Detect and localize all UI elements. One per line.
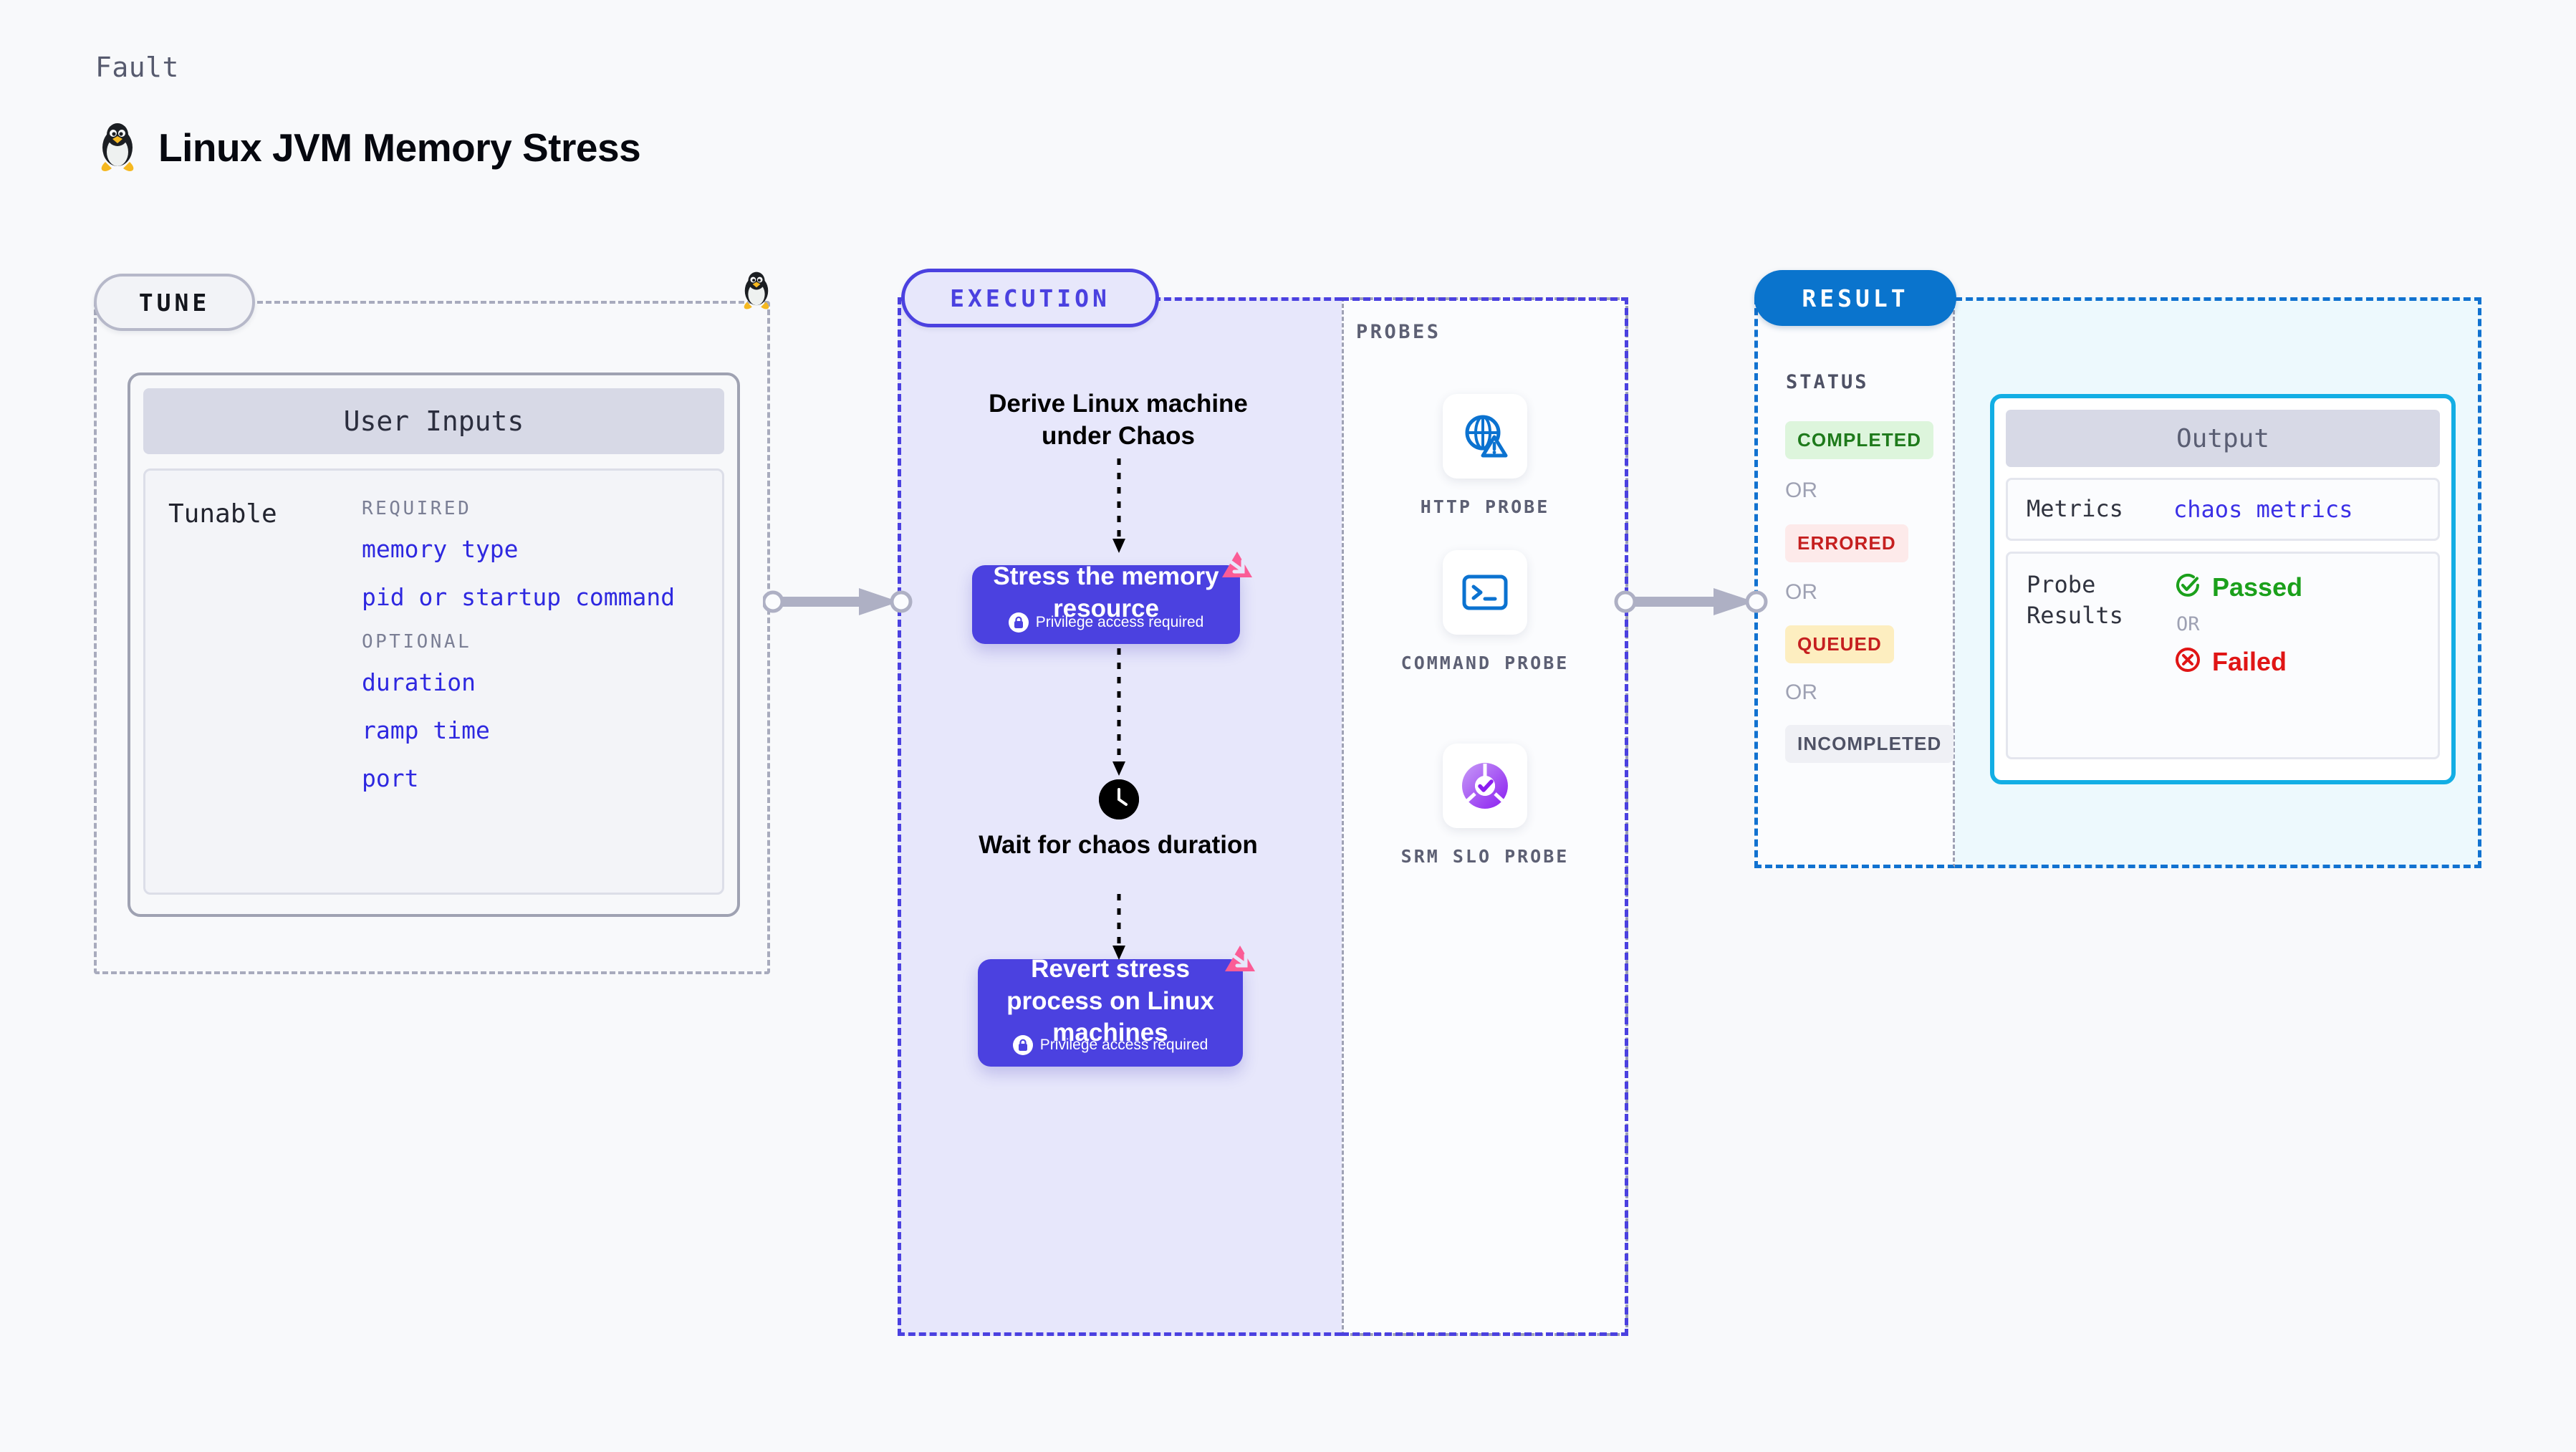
- user-inputs-card: User Inputs Tunable REQUIRED memory type…: [128, 372, 740, 917]
- tunable-item[interactable]: ramp time: [362, 716, 490, 744]
- privilege-required-row: Privilege access required: [972, 612, 1240, 633]
- privilege-required-label: Privilege access required: [1039, 1037, 1208, 1053]
- flow-arrow-down-1: [1112, 458, 1125, 553]
- output-row-probe-results: Probe Results Passed OR: [2006, 552, 2440, 759]
- flow-arrow-down-2: [1112, 648, 1125, 776]
- status-badge-incompleted: INCOMPLETED: [1785, 725, 1954, 763]
- tunable-label: Tunable: [168, 499, 277, 529]
- probe-item-command[interactable]: COMMAND PROBE: [1378, 550, 1592, 676]
- tunable-item[interactable]: memory type: [362, 535, 519, 563]
- linux-penguin-icon: [95, 122, 140, 173]
- user-inputs-card-body: Tunable REQUIRED memory type pid or star…: [143, 468, 724, 895]
- connector-execution-to-result: [1614, 588, 1768, 615]
- output-card: Output Metrics chaos metrics Probe Resul…: [1990, 394, 2456, 784]
- probe-label: SRM SLO PROBE: [1400, 846, 1570, 867]
- connector-tune-to-execution: [763, 588, 913, 615]
- execution-node-title: Revert stress process on Linux machines: [1006, 954, 1214, 1047]
- page-title-row: Linux JVM Memory Stress: [95, 122, 641, 173]
- result-region: [1754, 297, 1955, 868]
- output-card-title: Output: [2006, 410, 2440, 467]
- probe-item-srm-slo[interactable]: SRM SLO PROBE: [1378, 744, 1592, 870]
- probe-result-failed: Failed: [2173, 645, 2302, 678]
- probe-result-passed: Passed: [2173, 571, 2302, 603]
- srm-slo-donut-check-icon: [1443, 744, 1527, 828]
- tune-region: [94, 301, 770, 974]
- probe-results-values: Passed OR Failed: [2173, 569, 2302, 741]
- status-or-label: OR: [1785, 681, 1817, 704]
- probes-title: PROBES: [1356, 321, 1441, 343]
- group-label-optional: OPTIONAL: [362, 631, 472, 653]
- status-or-label: OR: [1785, 580, 1817, 604]
- tunable-item[interactable]: duration: [362, 668, 476, 696]
- execution-node-stress-memory[interactable]: Stress the memory resource Privilege acc…: [972, 552, 1252, 644]
- metrics-value-link[interactable]: chaos metrics: [2173, 496, 2353, 523]
- probe-label: HTTP PROBE: [1420, 496, 1550, 517]
- linux-penguin-badge-icon: [739, 271, 774, 314]
- http-globe-warning-icon: [1443, 394, 1527, 479]
- execution-step-derive-label: Derive Linux machine under Chaos: [989, 390, 1248, 450]
- status-or-label: OR: [1785, 479, 1817, 502]
- command-terminal-icon: [1443, 550, 1527, 635]
- litmus-logo-icon: [1221, 942, 1259, 983]
- status-badge-errored: ERRORED: [1785, 524, 1908, 562]
- status-badge-completed: COMPLETED: [1785, 421, 1934, 459]
- tunable-item[interactable]: port: [362, 764, 419, 792]
- check-circle-icon: [2173, 571, 2202, 603]
- tunable-item[interactable]: pid or startup command: [362, 583, 676, 611]
- clock-icon: [1099, 779, 1139, 819]
- probe-item-http[interactable]: HTTP PROBE: [1378, 394, 1592, 520]
- execution-step-wait-label: Wait for chaos duration: [979, 831, 1258, 859]
- metrics-key-label: Metrics: [2027, 495, 2123, 523]
- status-title: STATUS: [1786, 371, 1869, 393]
- probe-result-passed-label: Passed: [2212, 572, 2303, 602]
- privilege-required-label: Privilege access required: [1035, 614, 1204, 630]
- litmus-logo-icon: [1219, 548, 1256, 589]
- group-label-required: REQUIRED: [362, 498, 472, 519]
- status-badge-queued: QUEUED: [1785, 625, 1894, 663]
- probe-result-failed-label: Failed: [2212, 646, 2287, 676]
- x-circle-icon: [2173, 645, 2202, 678]
- lock-icon: [1008, 612, 1029, 633]
- tunable-list: REQUIRED memory type pid or startup comm…: [362, 495, 701, 893]
- flow-arrow-down-3: [1112, 894, 1125, 960]
- probe-results-key-label: Probe Results: [2027, 571, 2123, 630]
- probe-label: COMMAND PROBE: [1400, 653, 1570, 673]
- execution-node-title: Stress the memory resource: [993, 562, 1219, 622]
- tune-pill[interactable]: TUNE: [94, 274, 255, 331]
- page-eyebrow: Fault: [95, 52, 179, 83]
- execution-node-revert-stress[interactable]: Revert stress process on Linux machines …: [978, 946, 1255, 1067]
- output-row-metrics: Metrics chaos metrics: [2006, 478, 2440, 541]
- page-title: Linux JVM Memory Stress: [158, 125, 641, 170]
- user-inputs-card-title: User Inputs: [143, 388, 724, 454]
- execution-pill[interactable]: EXECUTION: [901, 269, 1159, 327]
- privilege-required-row: Privilege access required: [978, 1035, 1243, 1055]
- lock-icon: [1012, 1035, 1033, 1055]
- result-pill[interactable]: RESULT: [1754, 270, 1956, 326]
- probe-result-or-label: OR: [2176, 613, 2200, 635]
